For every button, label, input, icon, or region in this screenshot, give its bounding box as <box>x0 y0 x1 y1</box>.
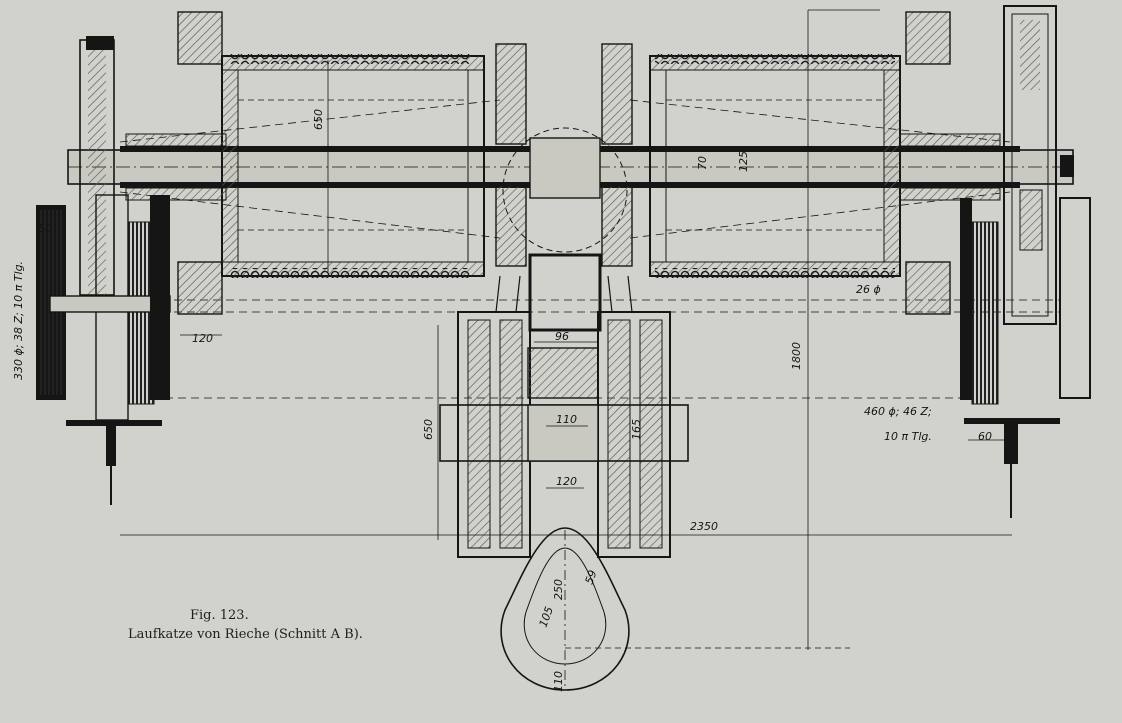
dim-rope-dia: 26 ϕ <box>856 283 881 296</box>
right-rope-drum <box>649 54 901 278</box>
right-bearing-frame <box>899 5 1091 518</box>
figure-title: Laufkatze von Rieche (Schnitt A B). <box>128 627 363 642</box>
dim-total-height: 1800 <box>790 342 803 370</box>
dim-drum-height: 650 <box>312 109 325 130</box>
dim-span: 2350 <box>690 520 718 533</box>
left-bearing-frame <box>36 11 227 505</box>
dim-hook-105: 105 <box>537 605 556 629</box>
figure-number: Fig. 123. <box>190 608 249 623</box>
dim-block-width: 96 <box>555 330 569 343</box>
dim-pin-120: 120 <box>556 475 577 488</box>
dim-drum-offset: 120 <box>192 332 213 345</box>
dim-hub-110: 110 <box>556 413 577 426</box>
dim-right-60: 60 <box>978 430 992 443</box>
dimension-labels: 650 70 125 26 ϕ 120 1800 96 650 110 165 … <box>12 109 992 692</box>
crane-hook <box>500 527 630 691</box>
dimension-lines <box>120 9 1012 650</box>
dim-shaft-125: 125 <box>737 151 750 172</box>
lower-pulley-block <box>439 275 689 558</box>
dim-left-gear-50: 50 <box>38 222 52 235</box>
dim-hook-250: 250 <box>552 579 565 600</box>
dim-hook-59: 59 <box>583 568 600 586</box>
dim-left-gear: 330 ϕ; 38 Z; 10 π Tlg. <box>12 261 25 380</box>
dim-right-gear-b: 10 π Tlg. <box>884 430 932 443</box>
dim-right-gear-a: 460 ϕ; 46 Z; <box>864 405 932 418</box>
figure-caption: Fig. 123. Laufkatze von Rieche (Schnitt … <box>128 606 363 644</box>
dim-hub-165: 165 <box>630 419 643 440</box>
dim-hook-110: 110 <box>552 671 565 692</box>
dim-shaft-70: 70 <box>696 156 709 170</box>
central-sheaves <box>495 43 633 332</box>
dim-block-height: 650 <box>422 419 435 440</box>
